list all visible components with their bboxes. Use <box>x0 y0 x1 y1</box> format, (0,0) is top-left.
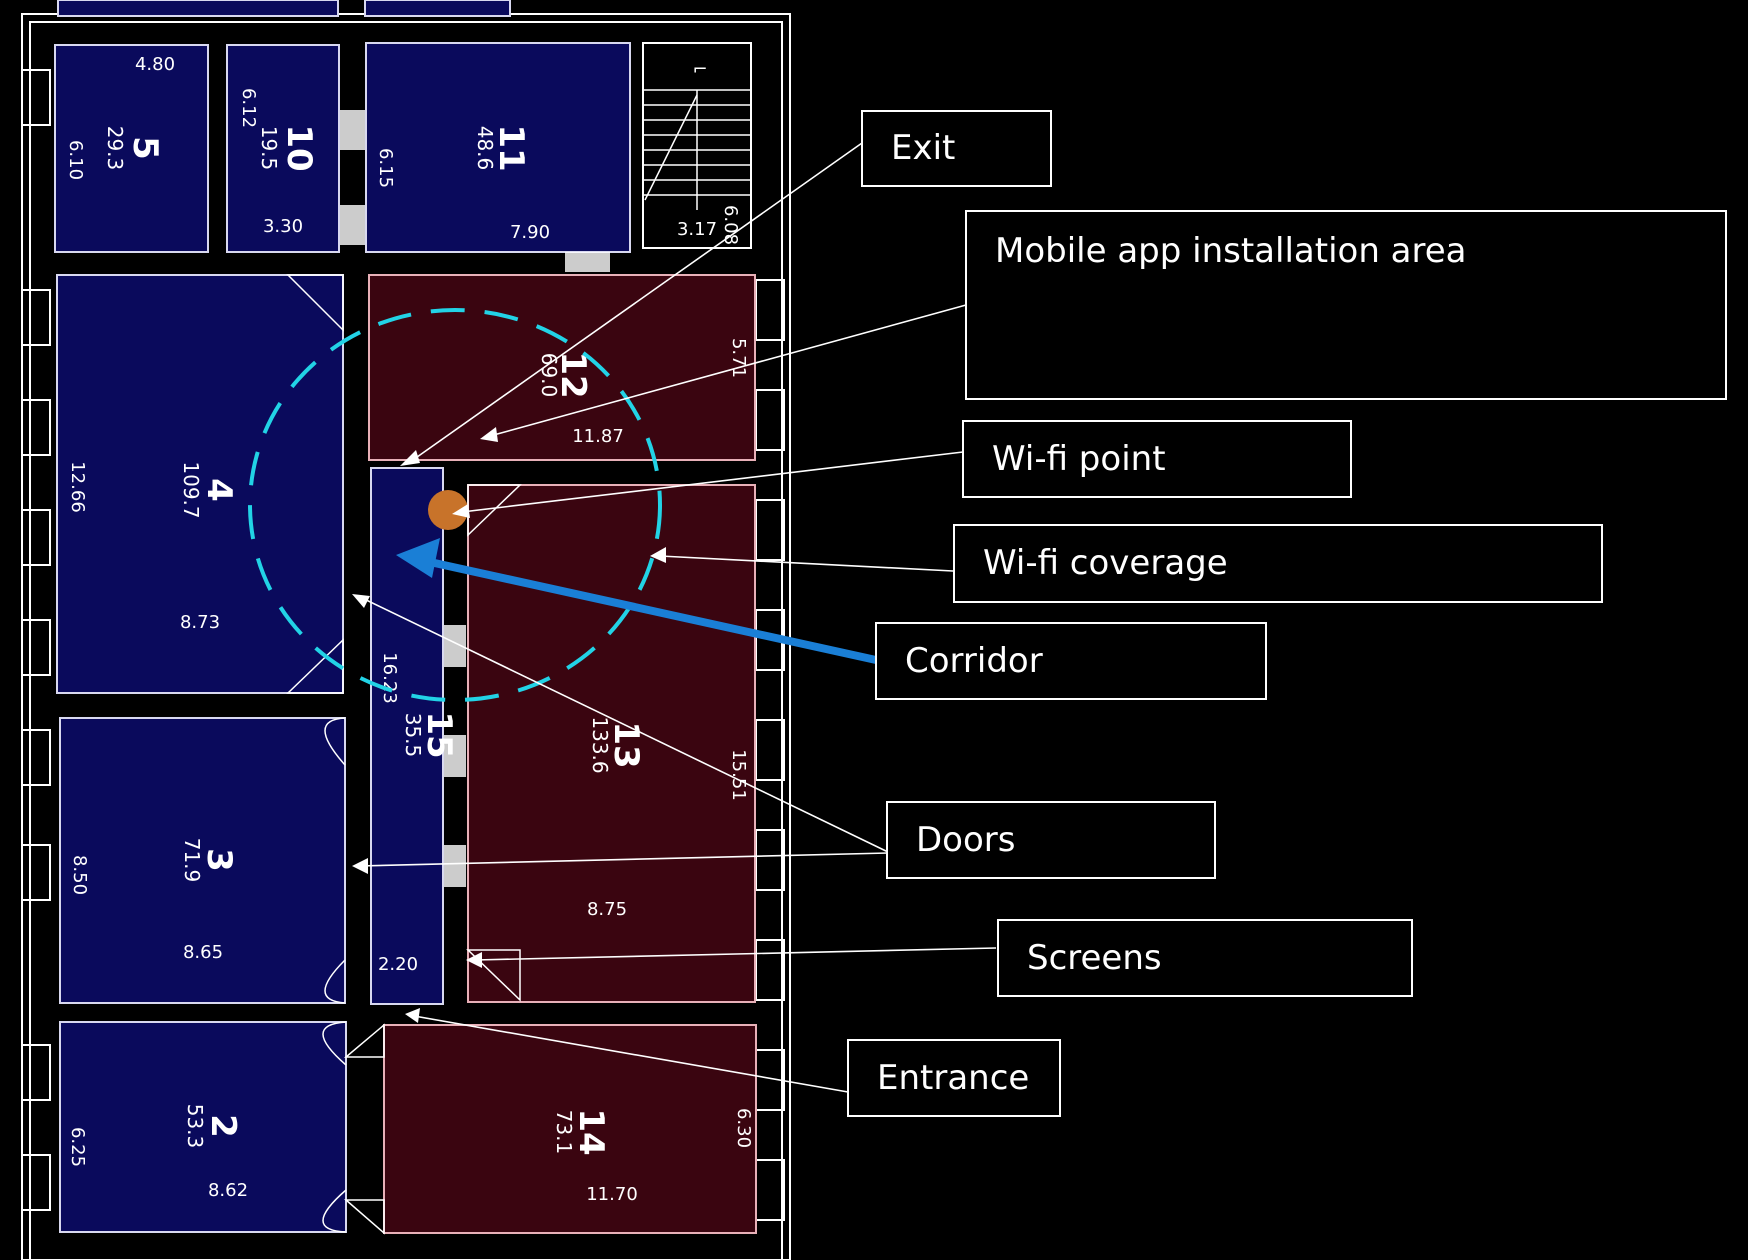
svg-text:5.71: 5.71 <box>728 338 749 378</box>
room-10: 6.12 3.30 10 19.5 <box>226 44 340 253</box>
svg-text:53.3: 53.3 <box>183 1104 207 1149</box>
room-top-mid-stub <box>364 0 511 17</box>
room-4: 12.66 8.73 4 109.7 <box>56 274 344 694</box>
callout-mobile-app-area: Mobile app installation area <box>965 210 1727 400</box>
svg-text:69.0: 69.0 <box>537 353 561 398</box>
svg-text:⌐: ⌐ <box>692 59 707 80</box>
svg-text:109.7: 109.7 <box>179 461 203 518</box>
callout-corridor: Corridor <box>875 622 1267 700</box>
svg-text:29.3: 29.3 <box>103 126 127 171</box>
callout-mobile-app-area-label: Mobile app installation area <box>995 231 1467 271</box>
svg-text:35.5: 35.5 <box>401 713 425 758</box>
room-14: 6.30 11.70 14 73.1 <box>343 1023 757 1235</box>
svg-text:19.5: 19.5 <box>257 126 281 171</box>
svg-text:15: 15 <box>419 711 459 758</box>
callout-wifi-coverage-label: Wi-fi coverage <box>983 543 1228 583</box>
svg-text:16.23: 16.23 <box>379 652 400 704</box>
svg-text:73.1: 73.1 <box>552 1110 576 1155</box>
svg-text:3.30: 3.30 <box>263 216 303 237</box>
svg-text:2: 2 <box>203 1114 243 1138</box>
svg-text:8.65: 8.65 <box>183 942 223 963</box>
svg-text:5: 5 <box>125 136 165 160</box>
room-top-left-stub <box>57 0 339 17</box>
svg-text:48.6: 48.6 <box>473 126 497 171</box>
room-11: 6.15 7.90 11 48.6 <box>365 42 631 253</box>
svg-text:8.62: 8.62 <box>208 1180 248 1201</box>
svg-text:13: 13 <box>606 721 646 768</box>
svg-text:3: 3 <box>199 848 239 872</box>
left-windows <box>21 69 51 1211</box>
svg-text:14: 14 <box>571 1108 611 1155</box>
building-outline <box>21 0 791 1260</box>
room-5: 4.80 6.10 5 29.3 <box>54 44 209 253</box>
callout-exit-label: Exit <box>891 128 956 168</box>
svg-text:6.12: 6.12 <box>238 88 259 128</box>
room-12: 5.71 11.87 12 69.0 <box>368 274 756 461</box>
wifi-coverage-circle <box>248 308 662 702</box>
callout-corridor-label: Corridor <box>905 641 1043 681</box>
callout-screens: Screens <box>997 919 1413 997</box>
room-13: 15.51 8.75 13 133.6 <box>466 484 756 1003</box>
svg-text:2.20: 2.20 <box>378 954 418 975</box>
svg-text:8.75: 8.75 <box>587 899 627 920</box>
callout-entrance: Entrance <box>847 1039 1061 1117</box>
callout-wifi-coverage: Wi-fi coverage <box>953 524 1603 603</box>
hatched-walls <box>340 110 610 272</box>
callout-exit: Exit <box>861 110 1052 187</box>
callout-doors-label: Doors <box>916 820 1016 860</box>
svg-text:4.80: 4.80 <box>135 54 175 75</box>
svg-text:10: 10 <box>279 124 319 171</box>
svg-text:6.15: 6.15 <box>375 148 396 188</box>
svg-text:11: 11 <box>491 124 531 171</box>
svg-text:71.9: 71.9 <box>180 838 204 883</box>
svg-text:7.90: 7.90 <box>510 222 550 243</box>
callout-wifi-point-label: Wi-fi point <box>992 439 1166 479</box>
room-3: 8.50 8.65 3 71.9 <box>59 717 346 1004</box>
staircase: ⌐ 3.17 6.08 <box>642 42 752 249</box>
svg-text:11.87: 11.87 <box>572 426 624 447</box>
svg-text:12: 12 <box>553 351 593 398</box>
svg-text:3.17: 3.17 <box>677 219 717 240</box>
svg-text:12.66: 12.66 <box>67 461 88 513</box>
svg-text:11.70: 11.70 <box>586 1184 638 1205</box>
svg-text:8.50: 8.50 <box>69 855 90 895</box>
svg-text:6.25: 6.25 <box>67 1127 88 1167</box>
callout-wifi-point: Wi-fi point <box>962 420 1352 498</box>
room-2: 6.25 8.62 2 53.3 <box>59 1021 347 1233</box>
callout-doors: Doors <box>886 801 1216 879</box>
svg-text:6.10: 6.10 <box>65 140 86 180</box>
svg-text:8.73: 8.73 <box>180 612 220 633</box>
leader-lines <box>352 142 997 1093</box>
corridor-arrow <box>396 538 877 664</box>
svg-text:4: 4 <box>199 478 239 502</box>
callout-entrance-label: Entrance <box>877 1058 1030 1098</box>
svg-text:133.6: 133.6 <box>588 716 612 773</box>
svg-text:15.51: 15.51 <box>728 749 749 801</box>
wifi-point-marker <box>428 490 468 530</box>
svg-text:6.30: 6.30 <box>733 1108 754 1148</box>
callout-screens-label: Screens <box>1027 938 1162 978</box>
svg-text:6.08: 6.08 <box>720 205 741 245</box>
